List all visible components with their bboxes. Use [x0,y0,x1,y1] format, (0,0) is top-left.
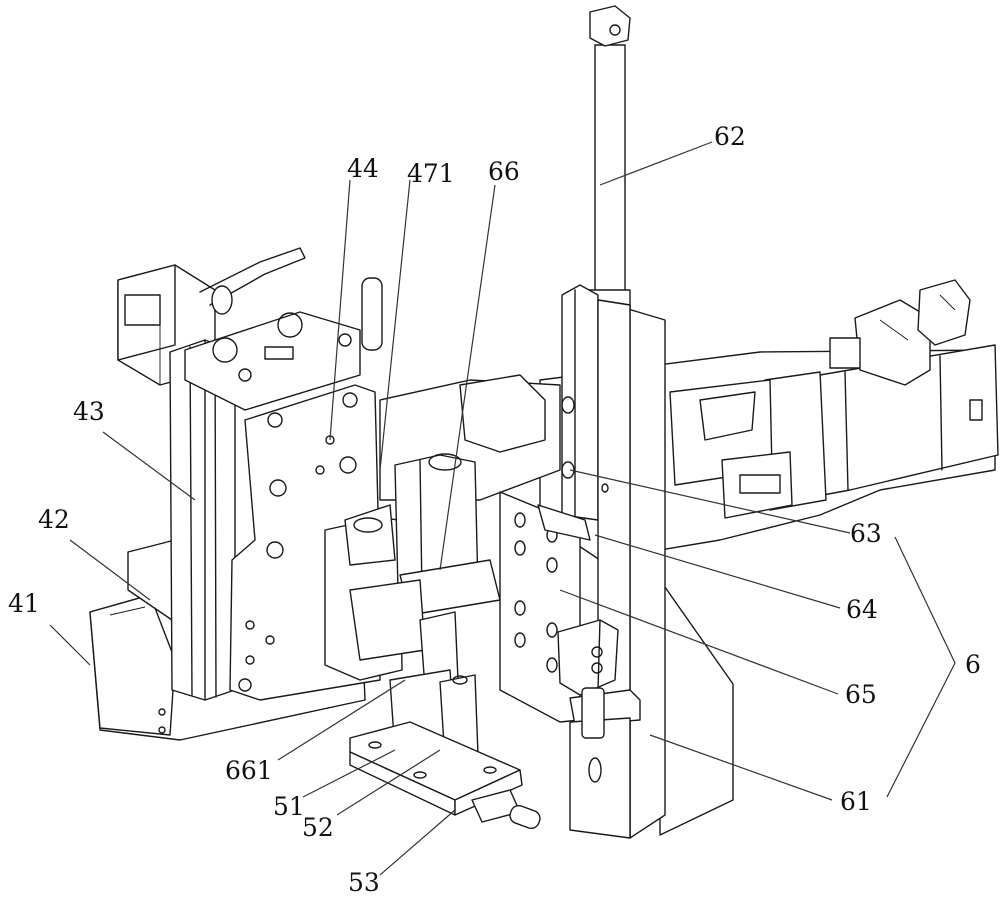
central-gripper-assembly [324,374,561,830]
label-471: 471 [407,159,455,188]
label-53: 53 [348,868,380,897]
leader-53 [379,809,456,876]
label-65: 65 [845,680,877,709]
label-6: 6 [965,650,981,679]
label-62: 62 [714,122,746,151]
label-44: 44 [347,154,379,183]
label-61: 61 [840,787,872,816]
leader-661 [277,679,406,761]
label-66: 66 [488,157,520,186]
label-64: 64 [846,595,878,624]
leader-64 [594,534,841,609]
leader-62 [599,141,713,186]
label-42: 42 [38,505,70,534]
group-bracket-6 [886,536,956,798]
label-51: 51 [273,792,305,821]
leader-51 [302,749,396,798]
leader-61 [649,734,833,801]
leader-52 [336,749,441,816]
label-41: 41 [8,589,40,618]
leader-65 [559,589,839,695]
vertical-column-61 [537,284,734,839]
leader-66 [439,184,496,571]
label-63: 63 [850,519,882,548]
label-43: 43 [73,397,105,426]
leader-lines [49,141,956,876]
leader-42 [69,539,151,601]
label-52: 52 [302,813,334,842]
left-slide-column [89,277,383,741]
reference-labels: 41 42 43 44 471 66 62 63 64 65 6 61 661 … [8,122,981,897]
label-661: 661 [225,756,273,785]
leader-41 [49,624,91,666]
leader-44 [329,179,351,441]
leader-471 [379,179,411,471]
leader-63 [569,469,851,534]
leader-43 [102,431,196,501]
